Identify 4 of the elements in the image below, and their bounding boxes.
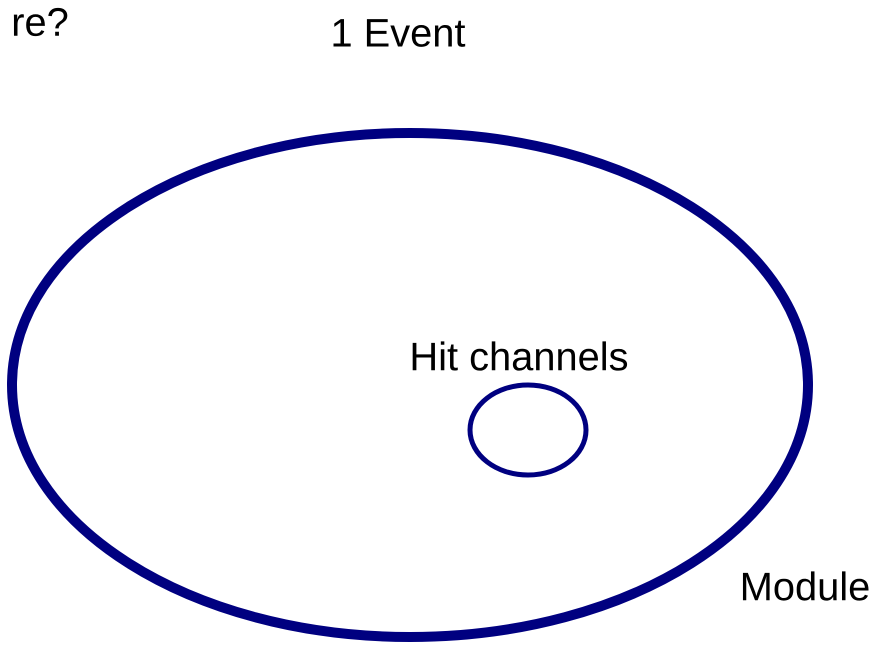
heading-text: 1 Event	[334, 19, 466, 47]
ellipse-label: Module	[742, 571, 869, 601]
ellipse-label: Hit channels	[412, 341, 628, 371]
heading-text: re?	[14, 8, 68, 36]
